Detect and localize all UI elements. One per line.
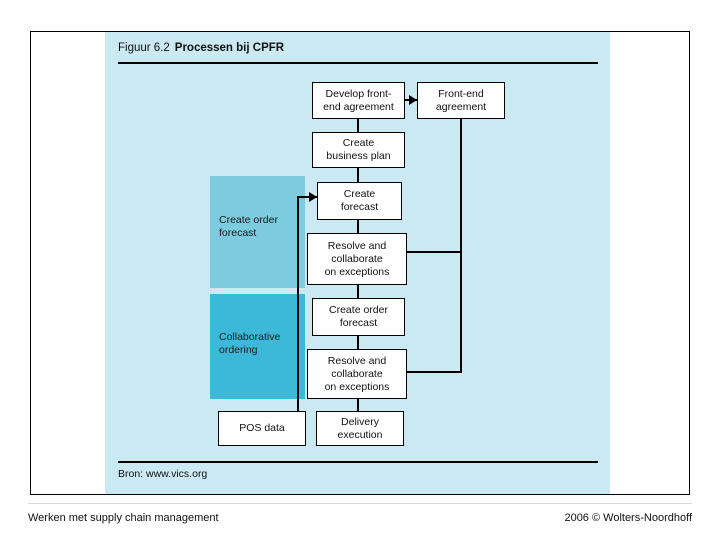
box-create-forecast[interactable]: Create forecast [317,182,402,220]
caption-rule-top [118,62,598,64]
box-develop-front-end-agreement[interactable]: Develop front- end agreement [312,82,405,119]
feedback-branch-to-resolve1 [407,251,461,253]
connector-businessplan-to-createforecast [357,168,359,182]
connector-resolve1-to-createorderforecast [357,285,359,298]
connector-resolve2-to-delivery [357,399,359,411]
figure-source: Bron: www.vics.org [118,468,208,480]
connector-develop-to-businessplan [357,119,359,132]
pos-data-spine [297,196,299,412]
band-label-collaborative-ordering: Collaborative ordering [219,331,281,356]
box-pos-data[interactable]: POS data [218,411,306,446]
source-rule-bottom [118,461,598,463]
footer-title: Werken met supply chain management [28,512,219,524]
figure-title: Processen bij CPFR [174,42,285,54]
box-front-end-agreement[interactable]: Front-end agreement [417,82,505,119]
figure-number: Figuur 6.2 [118,42,170,54]
band-create-order-forecast [210,176,305,288]
pos-data-branch-to-createforecast [297,196,317,198]
footer-divider [28,503,692,504]
connector-createorderforecast-to-resolve2 [357,336,359,349]
band-collaborative-ordering [210,294,305,399]
box-resolve-collaborate-exceptions-2[interactable]: Resolve and collaborate on exceptions [307,349,407,399]
arrowhead-develop-to-frontend [409,95,417,105]
arrowhead-pos-to-createforecast [309,192,317,202]
connector-createforecast-to-resolve1 [357,220,359,233]
feedback-branch-to-resolve2 [407,371,461,373]
box-resolve-collaborate-exceptions-1[interactable]: Resolve and collaborate on exceptions [307,233,407,285]
box-create-business-plan[interactable]: Create business plan [312,132,405,168]
band-label-create-order-forecast: Create order forecast [219,214,278,239]
footer-copyright: 2006 © Wolters-Noordhoff [564,512,692,524]
box-create-order-forecast[interactable]: Create order forecast [312,298,405,336]
feedback-spine-frontend [460,119,462,373]
box-delivery-execution[interactable]: Delivery execution [316,411,404,446]
figure-caption: Figuur 6.2 Processen bij CPFR [118,42,284,54]
